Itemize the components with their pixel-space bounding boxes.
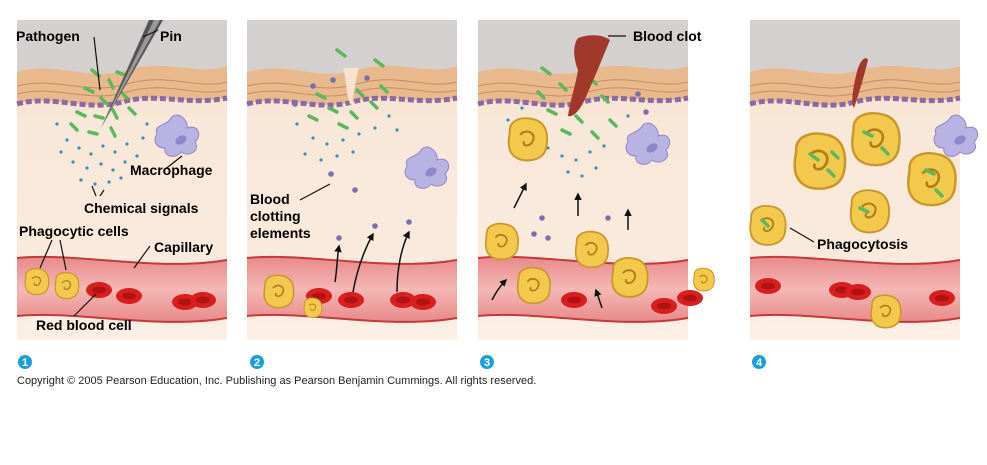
label-chemical-signals: Chemical signals — [84, 200, 199, 216]
step-badge-4: 4 — [752, 355, 766, 369]
bacteria-cluster — [307, 48, 389, 130]
label-macrophage: Macrophage — [130, 162, 213, 178]
clotting-elements — [531, 91, 649, 241]
label-blood-clotting-line2: clotting — [250, 208, 301, 224]
svg-text:4: 4 — [756, 357, 763, 369]
label-red-blood-cell: Red blood cell — [36, 317, 132, 333]
leader-lines — [39, 29, 815, 317]
svg-text:2: 2 — [254, 357, 260, 369]
svg-text:3: 3 — [484, 357, 490, 369]
label-phagocytosis: Phagocytosis — [817, 236, 908, 252]
upward-arrows — [334, 230, 410, 293]
copyright-notice: Copyright © 2005 Pearson Education, Inc.… — [17, 375, 537, 387]
chemical-signal-dots — [55, 122, 149, 186]
bacteria-cluster — [69, 68, 137, 138]
label-blood-clotting-line1: Blood — [250, 191, 290, 207]
step-badge-2: 2 — [250, 355, 264, 369]
upward-arrows — [491, 182, 632, 309]
pin-icon — [101, 20, 163, 128]
panel-1 — [17, 20, 227, 340]
step-badge-1: 1 — [18, 355, 32, 369]
label-blood-clot: Blood clot — [633, 28, 702, 44]
blood-clot — [568, 35, 610, 117]
bacteria-cluster — [536, 66, 618, 140]
label-phagocytic-cells: Phagocytic cells — [19, 223, 129, 239]
svg-text:1: 1 — [22, 357, 28, 369]
step-badge-3: 3 — [480, 355, 494, 369]
label-capillary: Capillary — [154, 239, 213, 255]
label-pathogen: Pathogen — [16, 28, 80, 44]
label-pin: Pin — [160, 28, 182, 44]
healed-wound-scab — [852, 58, 868, 108]
label-blood-clotting-line3: elements — [250, 225, 311, 241]
chemical-signal-dots — [295, 114, 399, 162]
engulfed-bacteria — [760, 130, 944, 228]
clotting-elements — [292, 75, 412, 241]
chemical-signal-dots — [506, 106, 630, 178]
panel-3 — [478, 20, 715, 340]
panel-4 — [750, 20, 979, 340]
panel-2 — [247, 20, 457, 340]
